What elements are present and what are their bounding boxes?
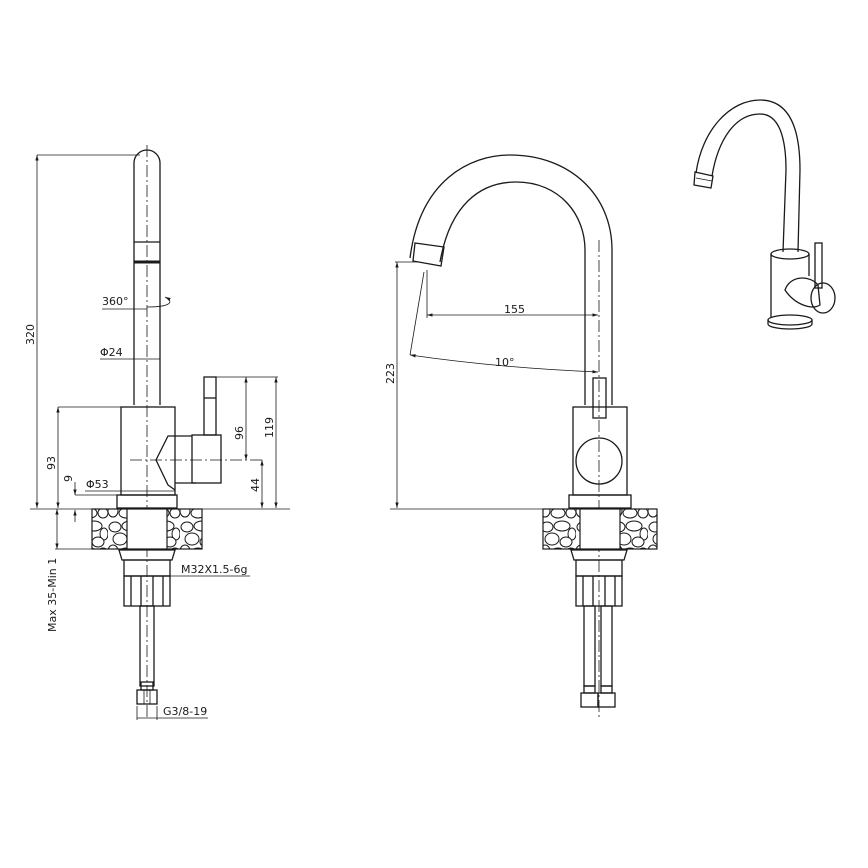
dim-base-step: 9 — [62, 475, 75, 482]
dim-overall-height: 320 — [24, 324, 37, 345]
dim-spout-height: 223 — [384, 363, 397, 384]
dim-counter-thickness: Max 35-Min 1 — [46, 558, 59, 632]
dim-spout-reach: 155 — [504, 303, 525, 316]
isometric-view — [693, 99, 836, 330]
dim-base-diameter: Φ53 — [86, 478, 109, 491]
dim-axis-height: 44 — [249, 478, 262, 492]
dim-handle-height: 119 — [263, 417, 276, 438]
dim-hose-thread: G3/8-19 — [163, 705, 207, 718]
side-view: 320 360° Φ24 93 96 119 44 9 Φ53 Max 35-M… — [24, 145, 290, 720]
dim-spout-angle: 10° — [495, 356, 515, 369]
dim-handle-to-axis: 96 — [233, 426, 246, 440]
dim-spout-diameter: Φ24 — [100, 346, 123, 359]
dim-rotation: 360° — [102, 295, 129, 308]
dim-thread: M32X1.5-6g — [181, 563, 247, 576]
dim-body-height: 93 — [45, 456, 58, 470]
front-view: 223 155 10° — [384, 154, 658, 720]
